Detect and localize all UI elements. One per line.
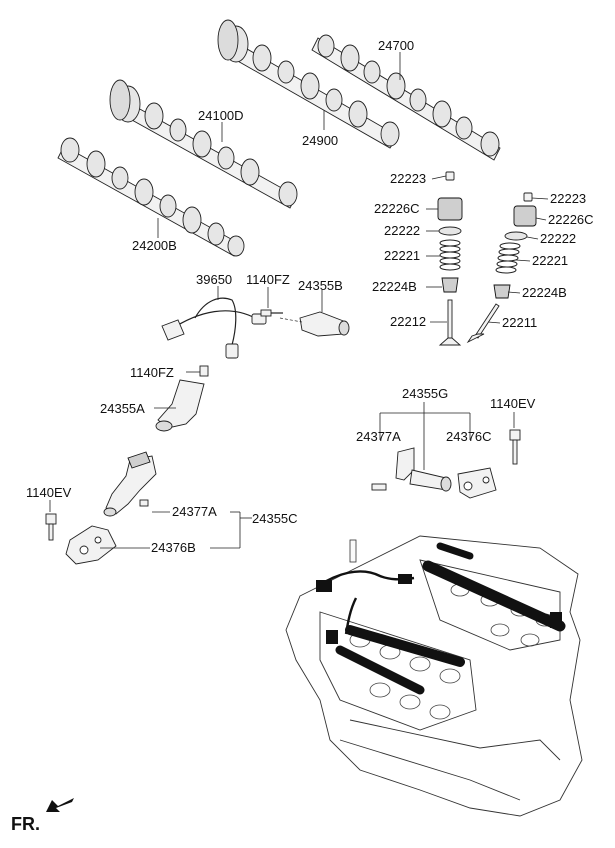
label-22223-right: 22223: [550, 191, 586, 206]
oil-control-valve-24355B: [279, 311, 350, 337]
label-22226C-right: 22226C: [548, 212, 594, 227]
label-24376C-right: 24376C: [446, 429, 492, 444]
label-24355A: 24355A: [100, 401, 145, 416]
oil-control-valve-24355G: [371, 447, 452, 492]
label-24355G: 24355G: [402, 386, 448, 401]
oil-control-valve-24355A: [155, 379, 205, 432]
camshaft-24100D: [109, 79, 298, 209]
camshaft-24900: [217, 19, 400, 149]
valve-stack-right: [466, 192, 537, 344]
front-direction-arrow-icon: [46, 798, 74, 812]
label-22224B-right: 22224B: [522, 285, 567, 300]
wiring-harness-39650: [161, 297, 267, 359]
camshaft-24700: [311, 34, 501, 161]
label-24355B: 24355B: [298, 278, 343, 293]
bracket-24355G: [379, 402, 471, 470]
engine-block: [285, 535, 583, 817]
camshaft-24200B: [57, 137, 245, 257]
sensor-bracket-24376B: [65, 525, 117, 565]
label-24355C: 24355C: [252, 511, 298, 526]
label-22211: 22211: [502, 315, 537, 330]
label-24377A-left: 24377A: [172, 504, 217, 519]
label-1140EV-left: 1140EV: [26, 485, 72, 500]
label-22222-left: 22222: [384, 223, 420, 238]
bracket-24355C: [100, 511, 252, 549]
label-24200B: 24200B: [132, 238, 177, 253]
label-39650: 39650: [196, 272, 232, 287]
label-22212: 22212: [390, 314, 426, 329]
label-1140FZ-lower: 1140FZ: [130, 365, 174, 380]
sensor-bracket-24376C: [457, 467, 497, 499]
oil-control-valve-24355C: [103, 451, 157, 517]
bolt-1140EV-left: [45, 513, 57, 541]
label-22221-right: 22221: [532, 253, 568, 268]
label-24377A-right: 24377A: [356, 429, 401, 444]
bolt-1140FZ-upper: [260, 309, 283, 317]
label-24700: 24700: [378, 38, 414, 53]
label-24900: 24900: [302, 133, 338, 148]
valve-stack-left: [437, 171, 463, 346]
bolt-1140FZ-lower: [199, 365, 209, 377]
label-22224B-left: 22224B: [372, 279, 417, 294]
bolt-1140EV-right: [509, 429, 521, 465]
label-24100D: 24100D: [198, 108, 244, 123]
label-22221-left: 22221: [384, 248, 420, 263]
label-1140EV-right: 1140EV: [490, 396, 536, 411]
label-22222-right: 22222: [540, 231, 576, 246]
label-24376B: 24376B: [151, 540, 196, 555]
label-22223-left: 22223: [390, 171, 426, 186]
label-22226C-left: 22226C: [374, 201, 420, 216]
label-1140FZ-upper: 1140FZ: [246, 272, 290, 287]
front-direction-label: FR.: [11, 814, 40, 834]
